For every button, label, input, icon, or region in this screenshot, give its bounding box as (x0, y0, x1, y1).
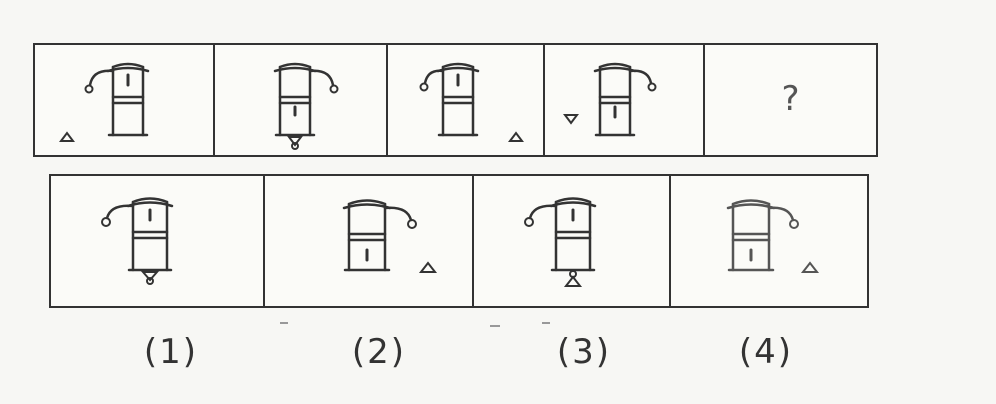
drum-figure (726, 199, 820, 273)
handle-knob (647, 82, 657, 92)
sequence-figure-4 (545, 45, 705, 155)
sequence-figure-1 (35, 45, 215, 155)
option-label-2: (2) (351, 332, 407, 372)
missing-figure-cell: ? (705, 45, 876, 155)
drum-figure (273, 62, 339, 150)
problem-sequence: ? (33, 43, 878, 157)
handle-knob (419, 82, 429, 92)
sequence-figure-2 (215, 45, 388, 155)
triangle-marker (59, 131, 75, 142)
handle-knob (789, 219, 799, 229)
drum-figure (101, 197, 174, 285)
triangle-marker (418, 261, 438, 273)
handle-knob (524, 217, 534, 227)
scan-mark (542, 322, 550, 324)
drum-figure (59, 62, 150, 142)
answer-options (49, 174, 869, 308)
scan-mark (280, 322, 288, 324)
handle-knob (101, 217, 111, 227)
option-label-4: (4) (738, 332, 794, 372)
option-figure-3[interactable] (474, 176, 671, 306)
handle-knob (84, 84, 94, 94)
drum-figure (419, 62, 524, 142)
scan-mark (490, 325, 500, 327)
drum-figure (524, 197, 597, 287)
drum-figure (563, 62, 657, 137)
option-label-3: (3) (556, 332, 612, 372)
question-mark: ? (781, 79, 800, 119)
option-figure-2[interactable] (265, 176, 474, 306)
triangle-marker (140, 271, 160, 282)
option-figure-4[interactable] (671, 176, 867, 306)
sequence-figure-3 (388, 45, 545, 155)
option-label-1: (1) (143, 332, 199, 372)
triangle-marker (287, 136, 303, 147)
handle-knob (407, 219, 417, 229)
triangle-marker (563, 275, 583, 287)
triangle-marker (800, 261, 820, 273)
triangle-marker (563, 114, 579, 125)
handle-knob (329, 84, 339, 94)
drum-figure (342, 199, 438, 273)
triangle-marker (508, 131, 524, 142)
option-figure-1[interactable] (51, 176, 265, 306)
